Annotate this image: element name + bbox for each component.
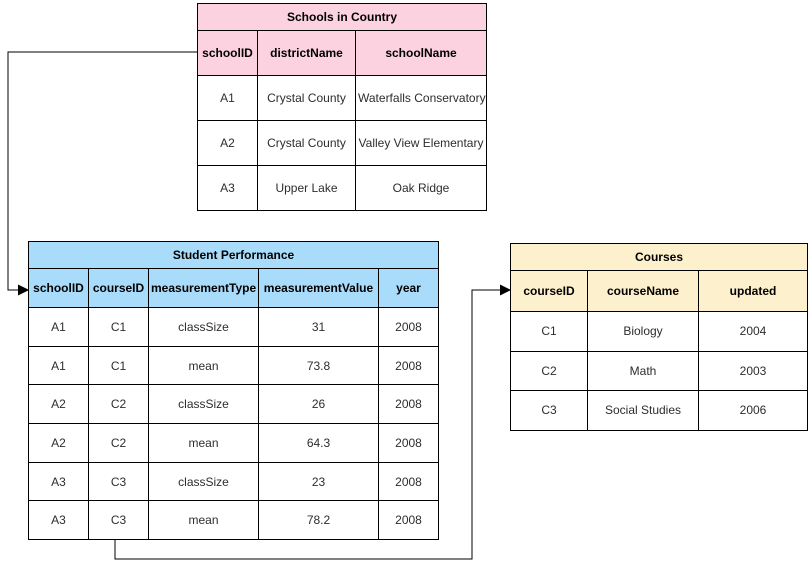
table-cell: Crystal County bbox=[257, 75, 356, 121]
table-cell: C1 bbox=[88, 307, 149, 347]
column-header: measurementType bbox=[148, 268, 259, 308]
table-title-row: Student Performance bbox=[27, 241, 440, 269]
column-header: schoolID bbox=[197, 30, 258, 76]
table-cell: 2008 bbox=[377, 307, 440, 347]
table-cell: mean bbox=[148, 500, 259, 541]
table-cell: 2008 bbox=[377, 345, 440, 386]
table-cell: Upper Lake bbox=[257, 165, 356, 211]
table-cell: Valley View Elementary bbox=[354, 120, 488, 166]
column-header: courseID bbox=[510, 270, 588, 312]
table-cell: A2 bbox=[197, 120, 258, 166]
table-cell: 2008 bbox=[377, 423, 440, 463]
table-cell: mean bbox=[148, 345, 259, 386]
table-cell: 2003 bbox=[697, 350, 808, 392]
table-cell: C1 bbox=[88, 345, 149, 386]
table-cell: 2008 bbox=[377, 500, 440, 541]
table-cell: 31 bbox=[258, 307, 379, 347]
table-cell: A2 bbox=[28, 384, 89, 425]
table-cell: 78.2 bbox=[258, 500, 379, 541]
table-cell: Biology bbox=[587, 311, 699, 352]
table-cell: classSize bbox=[148, 384, 259, 425]
table-cell: 2008 bbox=[377, 384, 440, 425]
table-cell: A3 bbox=[28, 461, 89, 502]
table-cell: 73.8 bbox=[258, 345, 379, 386]
table-cell: classSize bbox=[148, 461, 259, 502]
column-header: courseID bbox=[88, 268, 149, 308]
table-cell: C2 bbox=[510, 350, 588, 392]
table-cell: A3 bbox=[197, 165, 258, 211]
table-cell: 64.3 bbox=[258, 423, 379, 463]
column-header: districtName bbox=[257, 30, 356, 76]
table-cell: A1 bbox=[197, 75, 258, 121]
table-cell: C2 bbox=[88, 384, 149, 425]
connector-performance-to-courses[interactable] bbox=[114, 284, 512, 560]
column-header: schoolID bbox=[28, 268, 89, 308]
table-cell: 2008 bbox=[377, 461, 440, 502]
table-cell: C2 bbox=[88, 423, 149, 463]
table-cell: A1 bbox=[28, 307, 89, 347]
table-cell: C3 bbox=[510, 390, 588, 431]
table-cell: A3 bbox=[28, 500, 89, 541]
table-title-row: Schools in Country bbox=[196, 3, 488, 31]
table-cell: C3 bbox=[88, 461, 149, 502]
table-cell: classSize bbox=[148, 307, 259, 347]
table-cell: A2 bbox=[28, 423, 89, 463]
arrowhead-icon bbox=[500, 284, 512, 296]
table-cell: mean bbox=[148, 423, 259, 463]
table-cell: Crystal County bbox=[257, 120, 356, 166]
table-cell: A1 bbox=[28, 345, 89, 386]
table-cell: 2006 bbox=[697, 390, 808, 431]
table-cell: C1 bbox=[510, 311, 588, 352]
table-title-row: Courses bbox=[509, 243, 808, 271]
table-title: Student Performance bbox=[27, 241, 440, 269]
column-header: year bbox=[377, 268, 440, 308]
table-cell: C3 bbox=[88, 500, 149, 541]
table-cell: 23 bbox=[258, 461, 379, 502]
table-cell: 2004 bbox=[697, 311, 808, 352]
column-header: schoolName bbox=[354, 30, 488, 76]
column-header: measurementValue bbox=[258, 268, 379, 308]
connector-schools-to-performance[interactable] bbox=[7, 51, 197, 296]
table-cell: Math bbox=[587, 350, 699, 392]
table-cell: Oak Ridge bbox=[354, 165, 488, 211]
table-cell: Social Studies bbox=[587, 390, 699, 431]
column-header: courseName bbox=[587, 270, 699, 312]
arrowhead-icon bbox=[18, 284, 30, 296]
table-cell: 26 bbox=[258, 384, 379, 425]
table-cell: Waterfalls Conservatory bbox=[354, 75, 488, 121]
table-title: Courses bbox=[509, 243, 808, 271]
column-header: updated bbox=[697, 270, 808, 312]
table-title: Schools in Country bbox=[196, 3, 488, 31]
